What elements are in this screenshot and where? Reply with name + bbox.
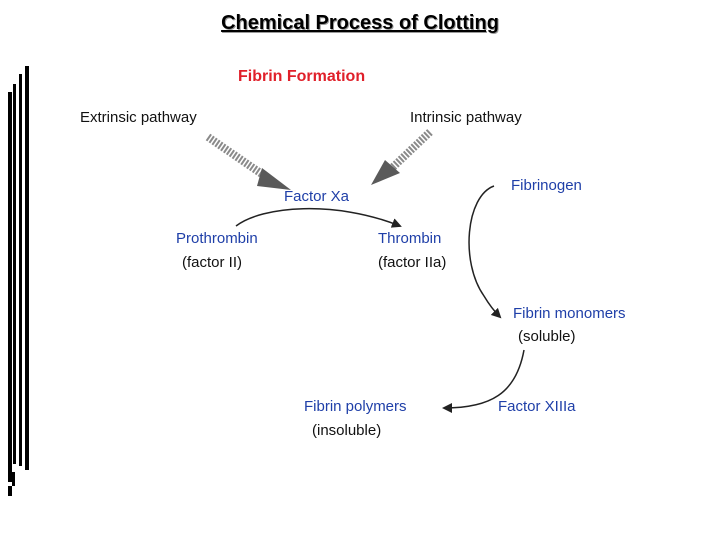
prothrombin-subtitle: (factor II)	[182, 254, 243, 271]
prothrombin-label: Prothrombin	[176, 230, 258, 247]
extrinsic-pathway-label: Extrinsic pathway	[80, 109, 197, 126]
monomers-to-polymers-arrow	[442, 349, 525, 413]
fibrinogen-to-monomers-arrow	[468, 185, 502, 319]
fibrin-monomers-subtitle: (soluble)	[518, 328, 576, 345]
decorative-bar	[19, 74, 22, 466]
thrombin-label: Thrombin	[378, 230, 442, 247]
fibrin-polymers-label: Fibrin polymers	[304, 398, 407, 415]
fibrin-polymers-subtitle: (insoluble)	[312, 422, 382, 439]
thrombin-subtitle: (factor IIa)	[378, 254, 447, 271]
decorative-bar	[8, 486, 12, 496]
diagram-heading: Fibrin Formation	[238, 68, 366, 85]
decorative-bar	[8, 92, 12, 482]
decorative-bar	[25, 66, 29, 470]
decorative-bar	[13, 84, 16, 464]
extrinsic-arrow	[205, 133, 291, 190]
intrinsic-pathway-label: Intrinsic pathway	[410, 109, 522, 126]
fibrinogen-label: Fibrinogen	[511, 177, 582, 194]
intrinsic-arrow	[371, 129, 433, 185]
factor-xiiia-label: Factor XIIIa	[498, 398, 576, 415]
prothrombin-to-thrombin-arrow	[235, 208, 402, 228]
fibrin-monomers-label: Fibrin monomers	[513, 305, 626, 322]
page-title: Chemical Process of Clotting	[221, 12, 499, 34]
decorative-bar	[12, 472, 15, 486]
factor-xa-label: Factor Xa	[284, 188, 350, 205]
